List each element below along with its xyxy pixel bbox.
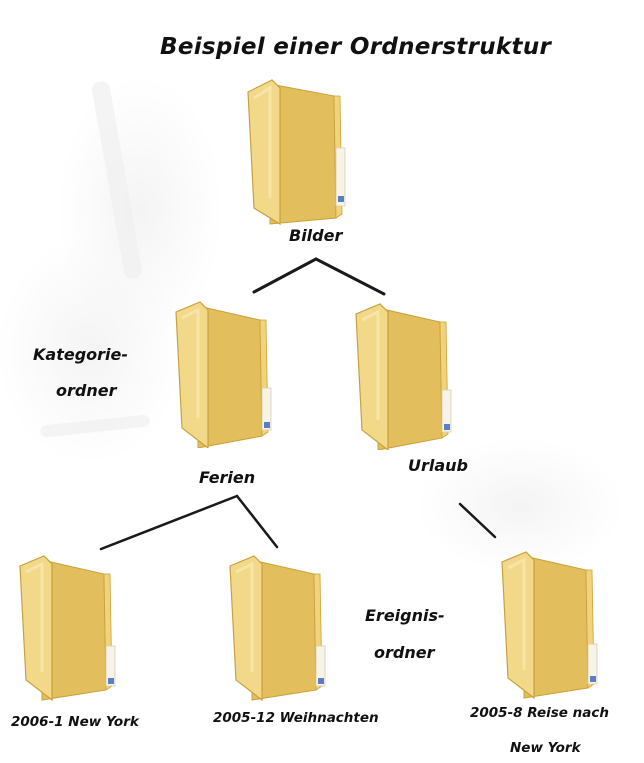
folder-icon[interactable] <box>498 548 608 700</box>
annotation-event-line1: Ereignis- <box>365 606 445 625</box>
annotation-category-line1: Kategorie- <box>33 345 129 364</box>
folder-label-weihnachten: 2005-12 Weihnachten <box>213 710 379 726</box>
folder-label-ferien: Ferien <box>199 468 256 487</box>
folder-label-newyork: 2006-1 New York <box>11 714 139 730</box>
connector-root-urlaub <box>314 257 386 296</box>
background-smudge <box>420 440 620 570</box>
folder-icon[interactable] <box>172 298 282 448</box>
folder-label-bilder: Bilder <box>289 226 343 245</box>
folder-label-urlaub: Urlaub <box>408 456 469 475</box>
connector-root-ferien <box>252 257 318 294</box>
connector-ferien-newyork <box>99 494 239 551</box>
connector-urlaub-reise <box>458 502 497 539</box>
diagram-title: Beispiel einer Ordnerstruktur <box>160 34 552 60</box>
folder-icon[interactable] <box>352 300 462 450</box>
folder-label-reise-line2: New York <box>510 740 581 756</box>
folder-icon[interactable] <box>16 552 126 702</box>
annotation-category-line2: ordner <box>56 381 117 400</box>
folder-icon[interactable] <box>240 78 358 228</box>
folder-icon[interactable] <box>226 552 336 702</box>
annotation-event-line2: ordner <box>374 643 435 662</box>
folder-label-reise-line1: 2005-8 Reise nach <box>470 705 610 721</box>
connector-ferien-weihnachten <box>235 494 279 549</box>
